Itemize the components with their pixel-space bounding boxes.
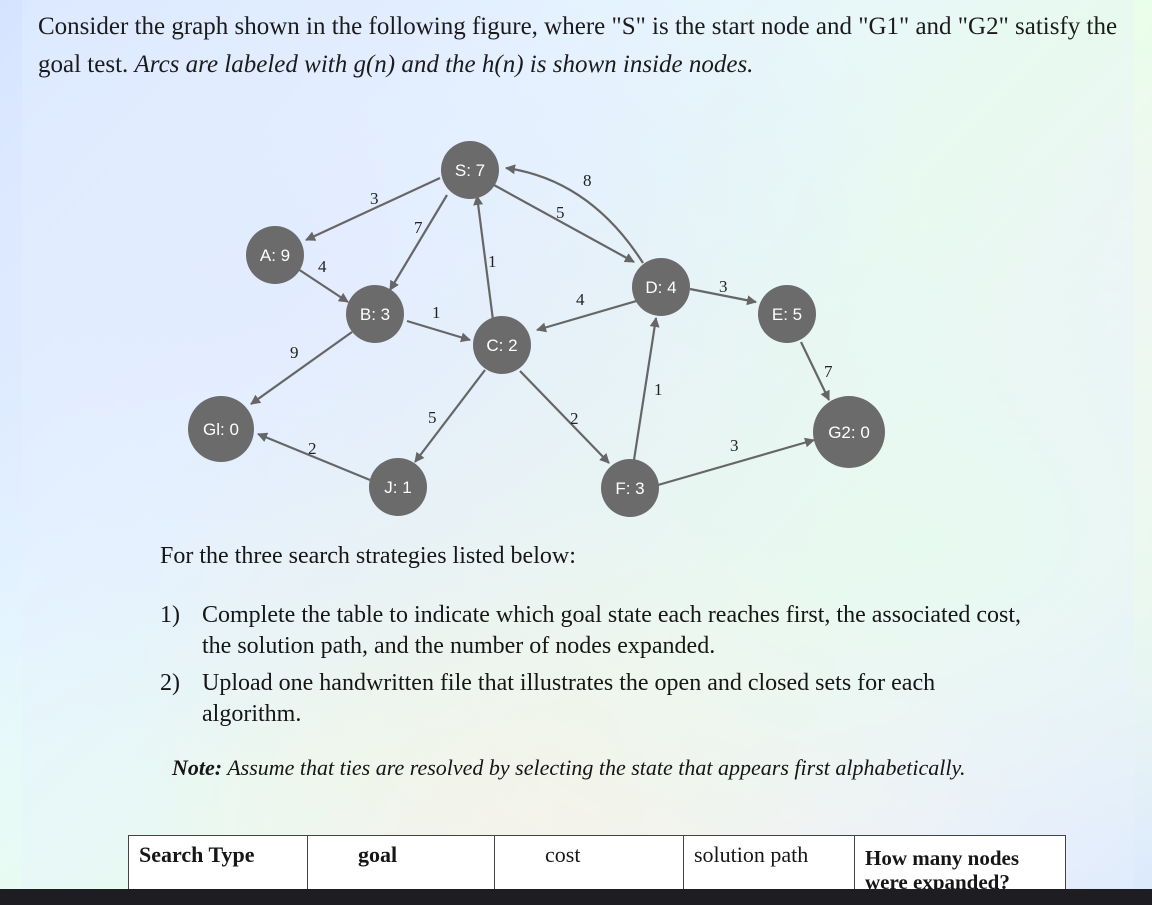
edge-s-b [389, 194, 448, 291]
label-s-a: 3 [370, 189, 379, 208]
screen-bezel [0, 889, 1152, 905]
edge-c-j [414, 369, 486, 463]
svg-text:E: 5: E: 5 [772, 305, 802, 324]
edge-s-a [305, 177, 441, 241]
edge-labels: 3 7 1 8 5 4 9 1 4 5 2 1 3 7 2 3 [290, 171, 833, 458]
edge-b-g1 [250, 331, 353, 405]
label-a-b: 4 [318, 257, 327, 276]
label-f-d: 1 [654, 380, 663, 399]
node-e: E: 5 [758, 285, 816, 343]
edge-c-f [519, 370, 610, 464]
svg-text:C: 2: C: 2 [486, 336, 517, 355]
question-text: Consider the graph shown in the followin… [38, 8, 1118, 84]
edge-c-s [473, 195, 495, 321]
node-g1: Gl: 0 [188, 396, 254, 462]
svg-text:F: 3: F: 3 [615, 479, 644, 498]
node-d: D: 4 [632, 258, 690, 316]
question-intro: Consider the graph shown in the followin… [38, 13, 1118, 78]
tie-break-note: Note: Assume that ties are resolved by s… [172, 755, 966, 781]
node-b: B: 3 [346, 285, 404, 343]
instruction-list: 1)Complete the table to indicate which g… [160, 600, 1040, 736]
svg-text:S: 7: S: 7 [455, 161, 485, 180]
note-text: Assume that ties are resolved by selecti… [227, 755, 966, 780]
instruction-item: 2)Upload one handwritten file that illus… [160, 670, 936, 727]
header-search-type: Search Type [128, 835, 308, 899]
edge-f-d [632, 317, 660, 461]
svg-text:Gl: 0: Gl: 0 [203, 420, 239, 439]
question-italic: Arcs are labeled with g(n) and the h(n) … [134, 51, 754, 78]
svg-text:B: 3: B: 3 [360, 305, 390, 324]
label-s-d-upper: 8 [583, 171, 592, 190]
instruction-item: 1)Complete the table to indicate which g… [160, 602, 1022, 659]
label-c-f: 2 [570, 409, 579, 428]
node-a: A: 9 [246, 226, 304, 284]
node-f: F: 3 [601, 459, 659, 517]
search-graph: 3 7 1 8 5 4 9 1 4 5 2 1 3 7 2 3 S: 7 A: … [188, 141, 885, 517]
svg-text:G2: 0: G2: 0 [828, 423, 870, 442]
node-j: J: 1 [369, 458, 427, 516]
label-c-j: 5 [428, 408, 437, 427]
edge-f-g2 [657, 437, 815, 487]
label-f-g2: 3 [730, 436, 739, 455]
instructions-intro: For the three search strategies listed b… [160, 543, 576, 569]
label-d-c: 4 [576, 290, 585, 309]
label-e-g2: 7 [824, 362, 833, 381]
node-c: C: 2 [473, 316, 531, 374]
label-c-s: 1 [488, 252, 497, 271]
header-goal: goal [307, 835, 495, 899]
header-solution-path: solution path [683, 835, 855, 899]
edge-a-b [297, 268, 349, 303]
node-g2: G2: 0 [813, 396, 885, 468]
edge-j-g1 [257, 432, 371, 482]
label-b-g1: 9 [290, 343, 299, 362]
label-b-c: 1 [432, 303, 441, 322]
edge-s-d-lower [493, 184, 635, 263]
edge-d-c [536, 298, 641, 333]
note-label: Note: [172, 755, 223, 780]
label-d-e: 3 [719, 277, 728, 296]
edge-e-g2 [800, 341, 830, 401]
svg-text:D: 4: D: 4 [645, 278, 676, 297]
edge-d-e [689, 287, 757, 306]
label-s-b: 7 [414, 218, 423, 237]
graph-edges [250, 164, 830, 487]
edge-b-c [406, 319, 471, 343]
svg-text:J: 1: J: 1 [384, 478, 411, 497]
node-s: S: 7 [441, 141, 499, 199]
svg-text:A: 9: A: 9 [260, 246, 290, 265]
edge-s-d-upper [505, 164, 644, 264]
label-j-g1: 2 [308, 439, 317, 458]
label-s-d-lower: 5 [556, 203, 565, 222]
